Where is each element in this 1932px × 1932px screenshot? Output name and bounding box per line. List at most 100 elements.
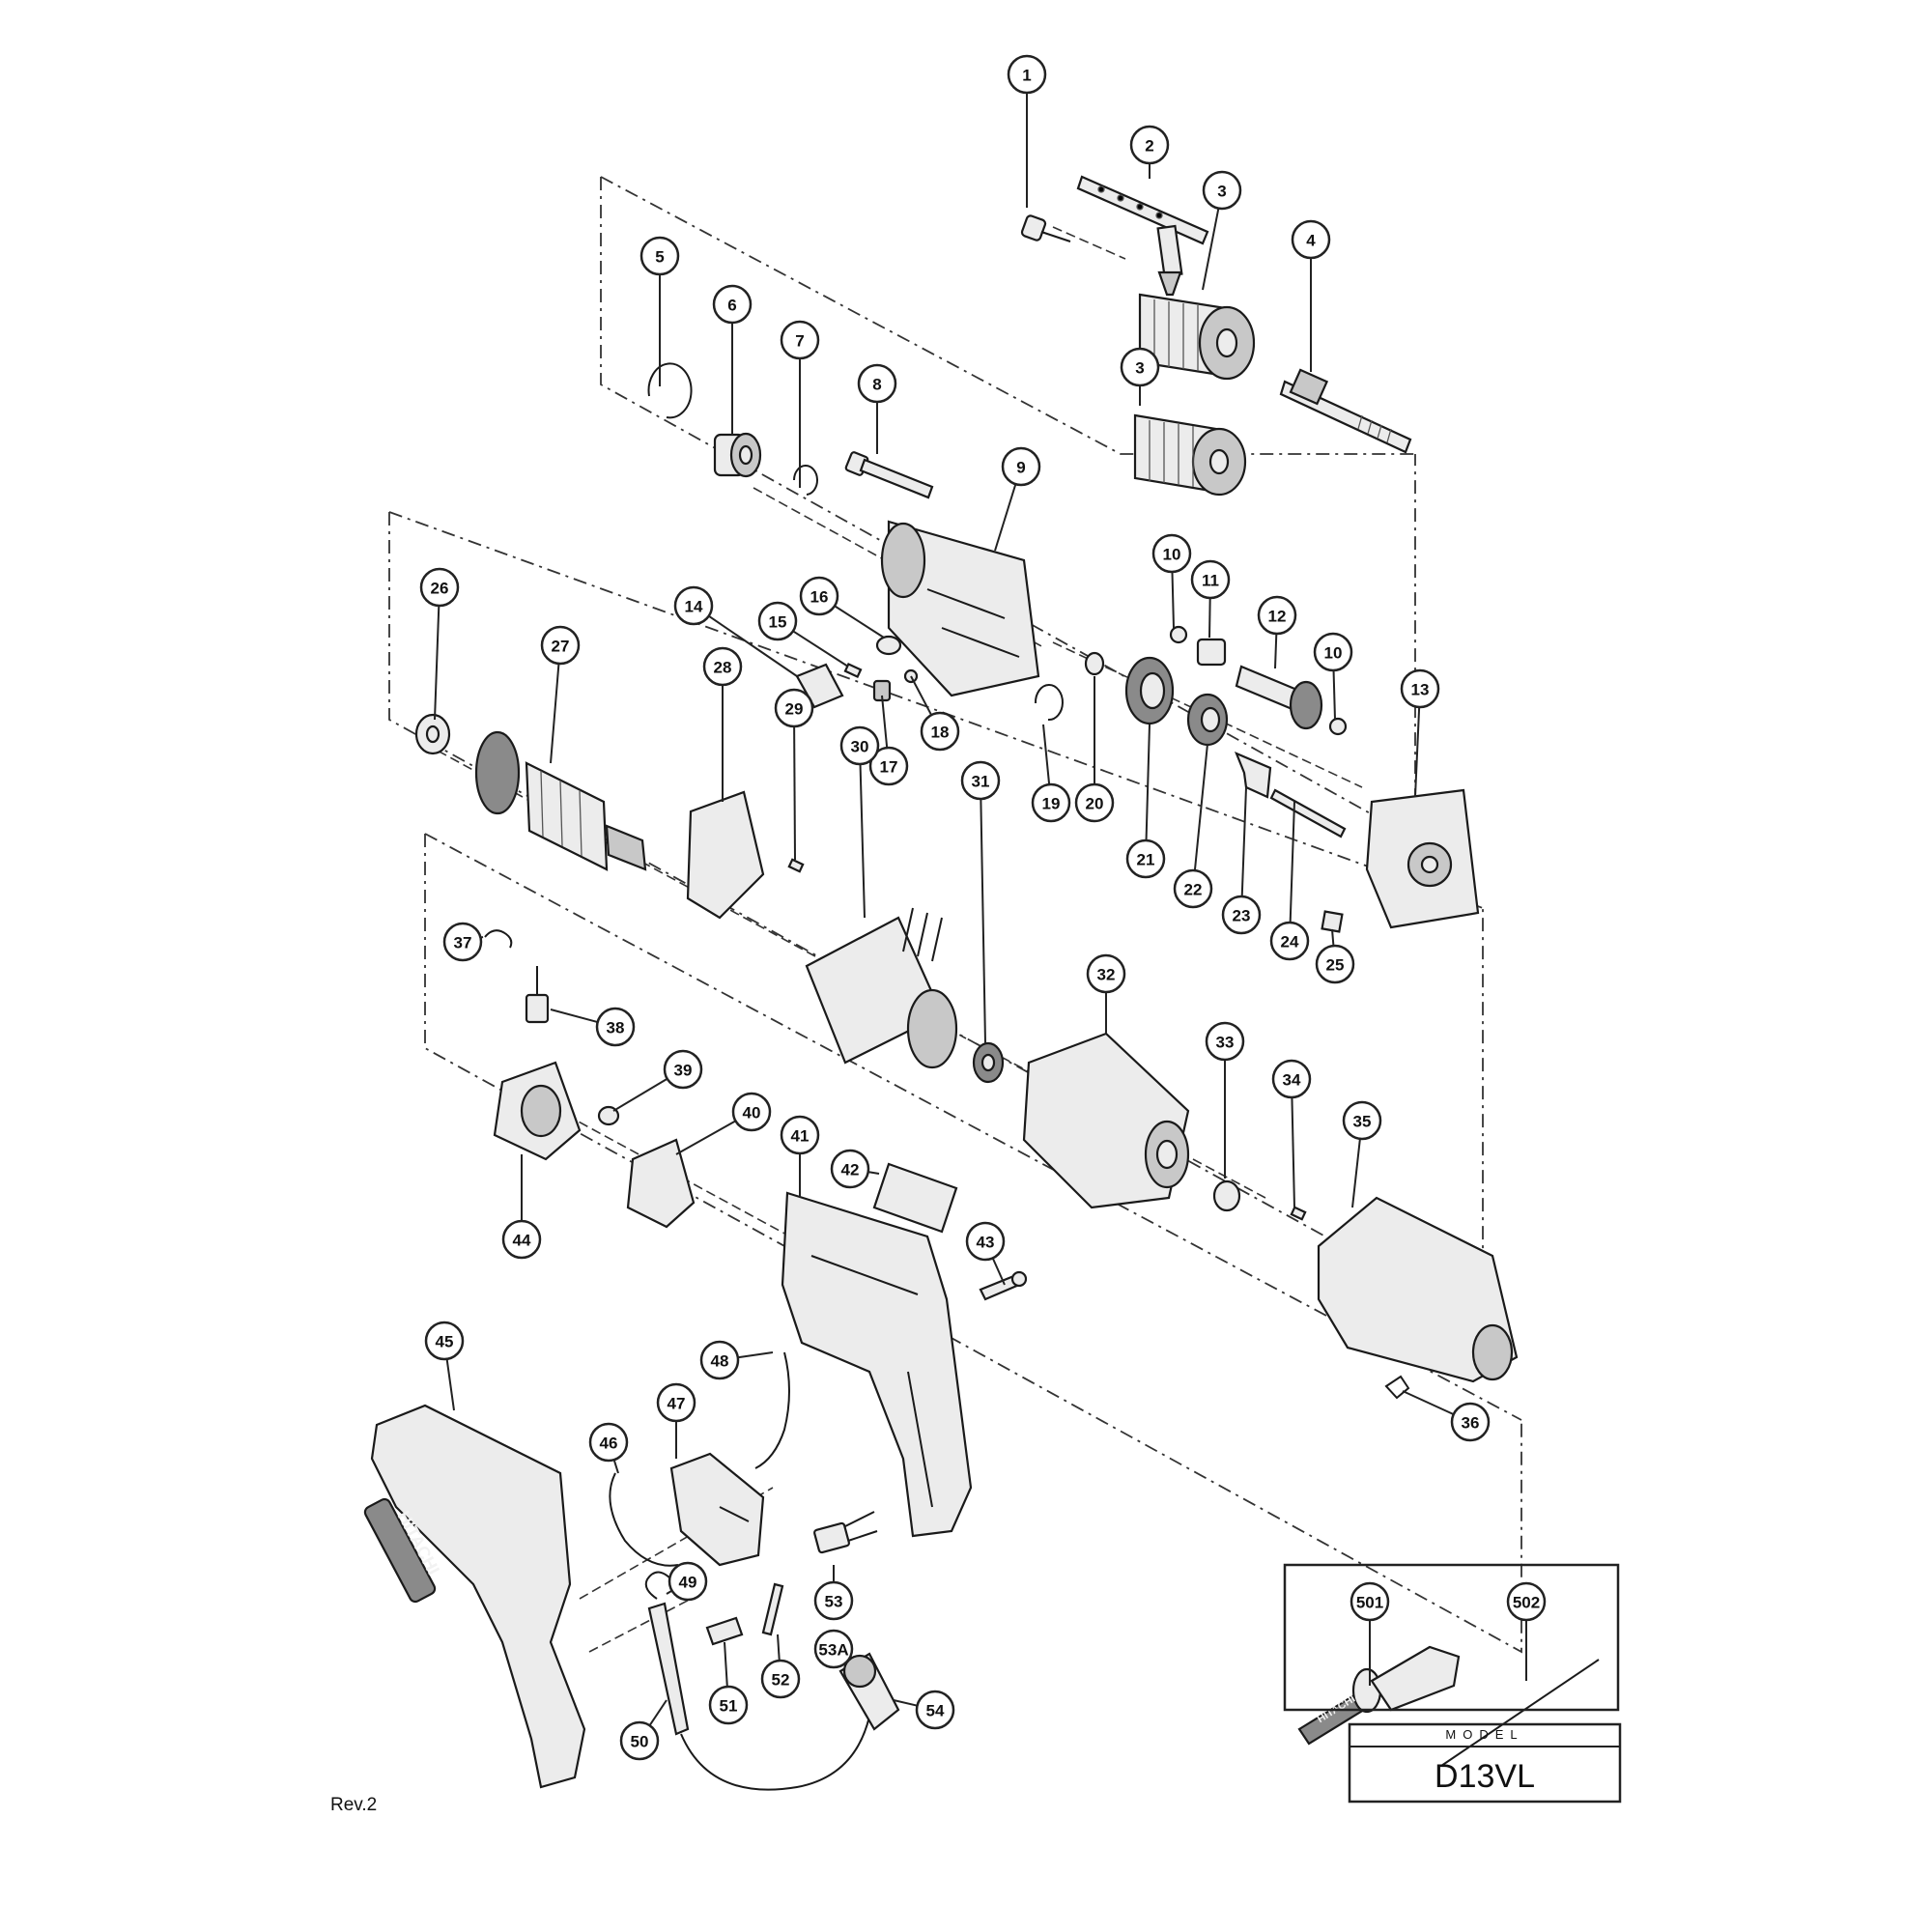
callout-leader-30 <box>859 763 866 919</box>
callout-number-18: 18 <box>931 724 950 742</box>
part-16-o-ring <box>875 635 902 656</box>
callout-40: 40 <box>731 1092 772 1132</box>
callout-circle-31 <box>960 760 1001 801</box>
callout-number-9: 9 <box>1016 459 1025 477</box>
callout-number-19: 19 <box>1042 795 1061 813</box>
callout-39: 39 <box>663 1049 703 1090</box>
part-21-gear <box>1124 656 1175 725</box>
part-9-gear-cover <box>880 520 1040 697</box>
callout-number-4: 4 <box>1306 232 1316 250</box>
callout-circle-5 <box>639 236 680 276</box>
callout-2: 2 <box>1129 125 1170 165</box>
callout-circle-6 <box>712 284 753 325</box>
callout-number-37: 37 <box>454 934 472 952</box>
callout-26: 26 <box>419 567 460 608</box>
callout-number-20: 20 <box>1086 795 1104 813</box>
callout-number-39: 39 <box>674 1062 693 1080</box>
callout-48: 48 <box>699 1340 740 1380</box>
callout-10: 10 <box>1313 632 1353 672</box>
callout-leader-31 <box>980 798 986 1044</box>
callout-leader-35 <box>1351 1138 1361 1208</box>
callout-30: 30 <box>839 725 880 766</box>
callout-circle-1 <box>1007 54 1047 95</box>
part-37-spring <box>484 929 513 949</box>
callout-18: 18 <box>920 711 960 752</box>
callout-circle-10 <box>1313 632 1353 672</box>
callout-50: 50 <box>619 1720 660 1761</box>
callout-circle-27 <box>540 625 581 666</box>
part-27-armature <box>474 730 647 871</box>
callout-34: 34 <box>1271 1059 1312 1099</box>
callout-leader-39 <box>612 1077 668 1112</box>
callout-leader-50 <box>648 1699 668 1726</box>
callout-number-45: 45 <box>436 1333 454 1351</box>
callout-leader-29 <box>793 725 796 861</box>
part-2-chuck-key <box>1076 175 1209 297</box>
callout-number-12: 12 <box>1268 608 1287 626</box>
callout-16: 16 <box>799 576 839 616</box>
callout-15: 15 <box>757 601 798 641</box>
callout-number-1: 1 <box>1022 67 1031 85</box>
callout-leader-26 <box>434 605 440 721</box>
callout-circle-41 <box>780 1115 820 1155</box>
callout-number-6: 6 <box>727 297 736 315</box>
callout-leader-45 <box>445 1358 455 1411</box>
callout-leader-48 <box>737 1351 774 1359</box>
part-54-plug <box>838 1652 900 1731</box>
callout-1: 1 <box>1007 54 1047 95</box>
part-29-pin <box>787 858 805 873</box>
callout-circle-45 <box>424 1321 465 1361</box>
callout-number-11: 11 <box>1202 572 1219 590</box>
callout-46: 46 <box>588 1422 629 1463</box>
callout-number-54: 54 <box>926 1702 945 1720</box>
callout-6: 6 <box>712 284 753 325</box>
callout-7: 7 <box>780 320 820 360</box>
callout-19: 19 <box>1031 782 1071 823</box>
callout-number-52: 52 <box>772 1671 790 1690</box>
callout-number-30: 30 <box>851 738 869 756</box>
callout-42: 42 <box>830 1149 870 1189</box>
callout-53: 53 <box>813 1580 854 1621</box>
callout-leader-46 <box>612 1459 619 1474</box>
callout-circle-42 <box>830 1149 870 1189</box>
housing-assembly-outline <box>424 834 1522 1654</box>
callout-number-23: 23 <box>1233 907 1251 925</box>
callout-circle-33 <box>1205 1021 1245 1062</box>
callout-number-47: 47 <box>668 1395 686 1413</box>
callout-number-22: 22 <box>1184 881 1203 899</box>
housing-assembly-outline-top <box>424 833 1522 1421</box>
part-3-keyless-chuck <box>1133 413 1247 497</box>
part-39-washer <box>597 1105 620 1126</box>
callout-29: 29 <box>774 688 814 728</box>
callout-circle-25 <box>1315 944 1355 984</box>
callout-leader-11 <box>1208 597 1211 639</box>
callout-leader-25 <box>1331 928 1335 947</box>
part-25-felt <box>1321 910 1344 933</box>
callout-leader-27 <box>550 663 560 764</box>
callout-circle-53a <box>813 1629 854 1669</box>
callout-number-34: 34 <box>1283 1071 1301 1090</box>
callout-number-35: 35 <box>1353 1113 1372 1131</box>
callout-circle-37 <box>442 922 483 962</box>
part-24-shift-rod <box>1269 788 1347 838</box>
callout-number-48: 48 <box>711 1352 729 1371</box>
part-52-tapping-screw <box>761 1582 784 1636</box>
callout-circle-35 <box>1342 1100 1382 1141</box>
callout-circle-53 <box>813 1580 854 1621</box>
part-44-brush-holder <box>493 1061 582 1161</box>
callout-27: 27 <box>540 625 581 666</box>
callout-20: 20 <box>1074 782 1115 823</box>
part-20-washer <box>1084 651 1105 676</box>
callout-circle-13 <box>1400 668 1440 709</box>
callout-circle-51 <box>708 1685 749 1725</box>
callout-leader-34 <box>1291 1096 1295 1208</box>
callout-54: 54 <box>915 1690 955 1730</box>
part-45-handle-left: HITACHI <box>363 1404 586 1789</box>
part-30-stator <box>805 907 958 1069</box>
callout-leader-3 <box>1202 208 1220 291</box>
callout-circle-2 <box>1129 125 1170 165</box>
part-12-pinion <box>1235 665 1323 730</box>
callout-24: 24 <box>1269 921 1310 961</box>
part-13-inner-cover <box>1365 788 1480 929</box>
part-53-noise-suppressor <box>813 1511 878 1554</box>
